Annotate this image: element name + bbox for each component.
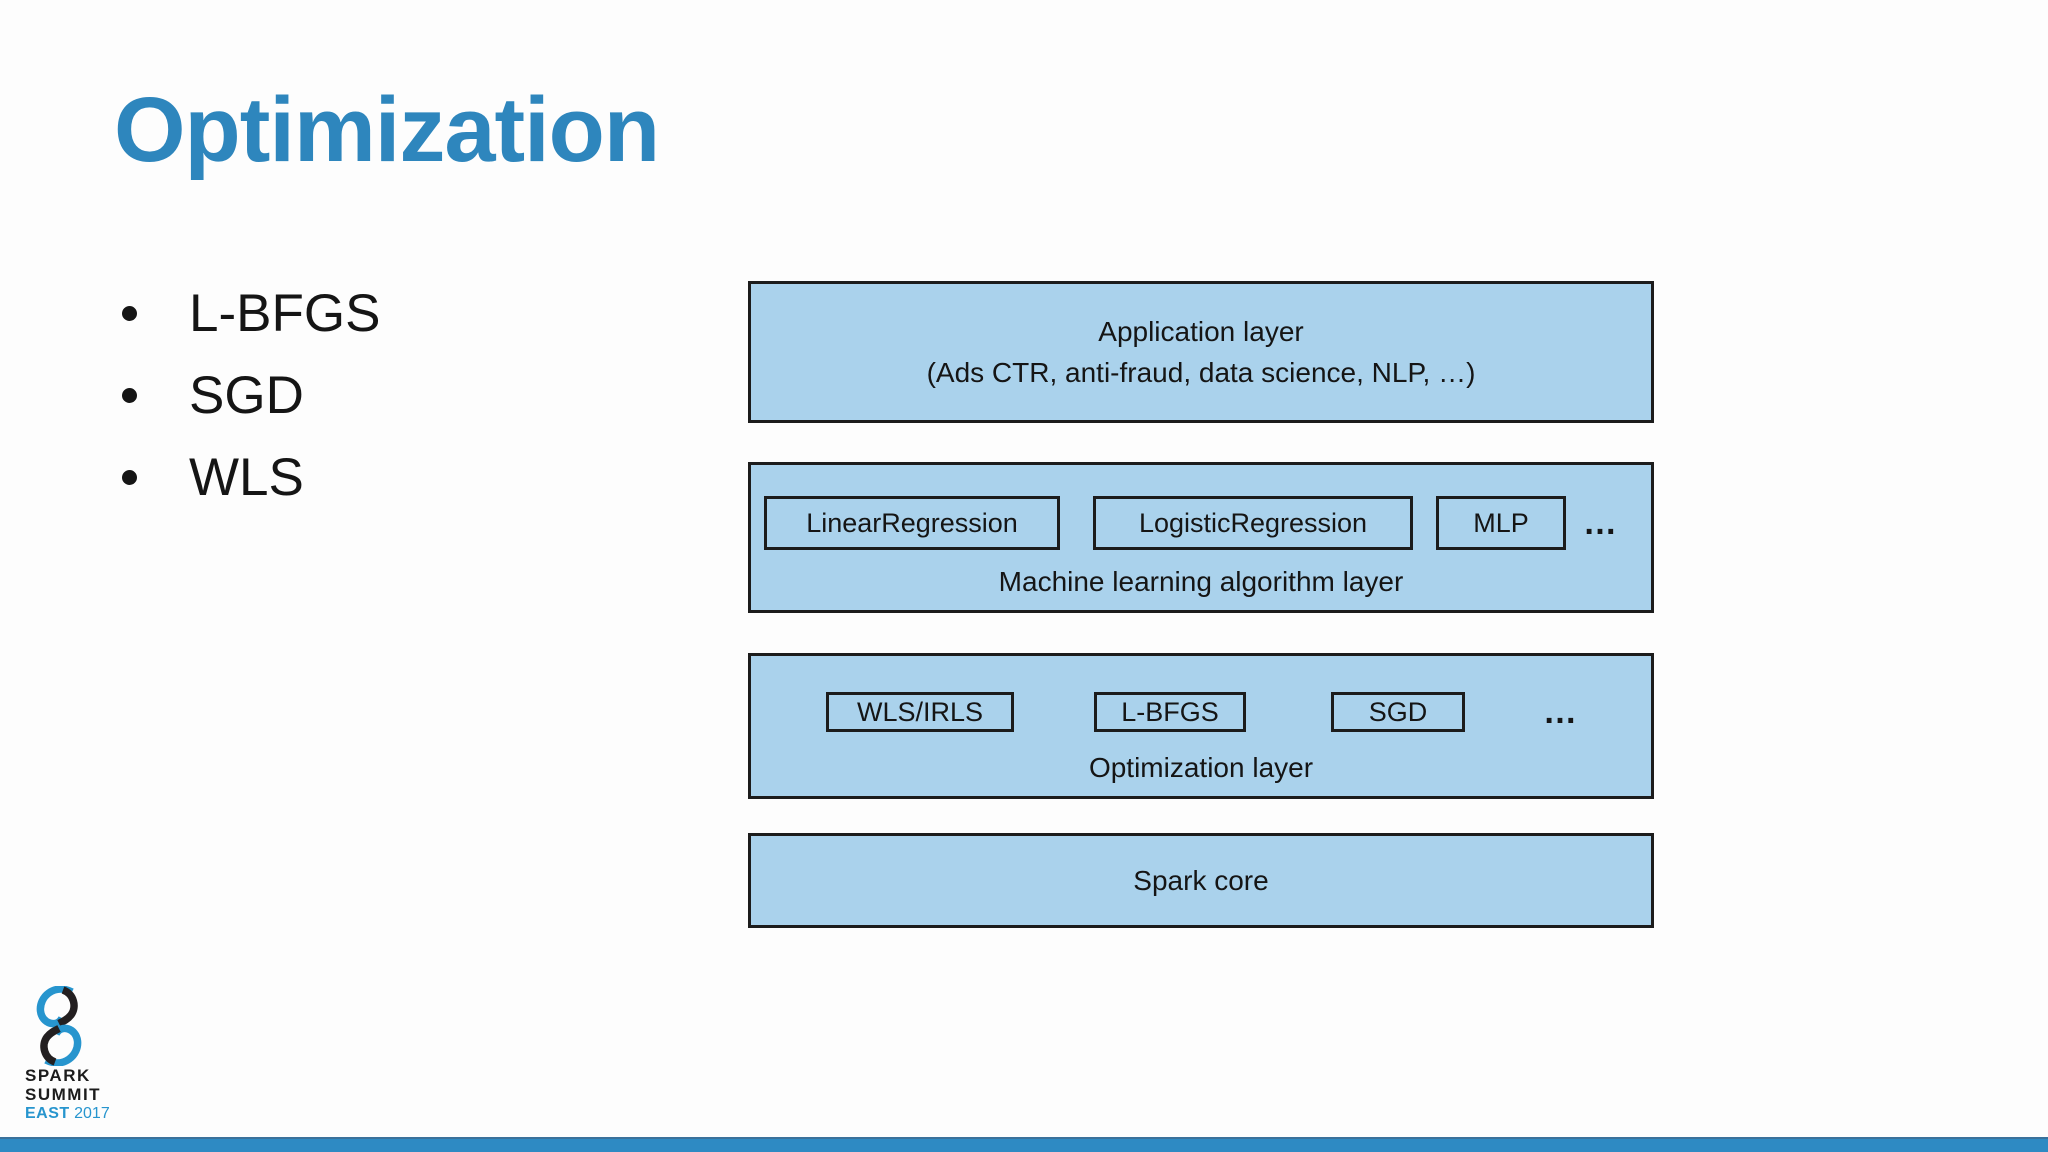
bullet-text: SGD [189, 365, 304, 425]
logo-text-spark: SPARK [25, 1066, 91, 1085]
bullet-dot-icon [122, 305, 137, 321]
bullet-item: SGD [122, 354, 380, 436]
optimization-ellipsis: … [1543, 692, 1577, 731]
bullet-text: L-BFGS [189, 283, 381, 343]
box-label: SGD [1368, 696, 1428, 727]
box-logistic-regression: LogisticRegression [1093, 496, 1413, 550]
logo-text-east-2017: EAST 2017 [25, 1104, 135, 1123]
logo-text-year: 2017 [74, 1105, 110, 1122]
box-label: MLP [1473, 507, 1529, 538]
spark-core-label: Spark core [1133, 864, 1269, 896]
bullet-dot-icon [122, 469, 137, 485]
footer-bar [0, 1137, 2048, 1152]
logo-text-summit: SUMMIT [25, 1085, 102, 1104]
slide-title: Optimization [114, 79, 660, 181]
application-layer-examples: (Ads CTR, anti-fraud, data science, NLP,… [926, 357, 1476, 388]
optimization-layer-label: Optimization layer [1088, 752, 1314, 783]
layer-optimization: WLS/IRLS L-BFGS SGD … Optimization layer [748, 653, 1654, 799]
bullet-item: WLS [122, 436, 380, 518]
bullet-dot-icon [122, 387, 137, 403]
box-label: L-BFGS [1121, 696, 1219, 727]
box-label: WLS/IRLS [856, 696, 984, 727]
spark-swirl-icon [36, 986, 82, 1066]
box-label: LinearRegression [806, 507, 1018, 538]
layer-application: Application layer (Ads CTR, anti-fraud, … [748, 281, 1654, 423]
ml-ellipsis: … [1583, 503, 1617, 542]
logo-text-east: EAST [25, 1105, 70, 1122]
box-wls-irls: WLS/IRLS [826, 692, 1014, 732]
box-mlp: MLP [1436, 496, 1566, 550]
application-layer-title: Application layer [1098, 316, 1304, 347]
bullet-item: L-BFGS [122, 272, 380, 354]
ml-layer-label: Machine learning algorithm layer [998, 566, 1404, 597]
box-lbfgs: L-BFGS [1094, 692, 1246, 732]
layer-ml-algorithms: LinearRegression LogisticRegression MLP … [748, 462, 1654, 613]
bullet-list: L-BFGS SGD WLS [122, 272, 380, 518]
box-label: LogisticRegression [1138, 507, 1368, 538]
bullet-text: WLS [189, 447, 304, 507]
layer-spark-core: Spark core [748, 833, 1654, 928]
spark-summit-logo: SPARK SUMMIT EAST 2017 [25, 986, 135, 1123]
box-linear-regression: LinearRegression [764, 496, 1060, 550]
box-sgd: SGD [1331, 692, 1465, 732]
